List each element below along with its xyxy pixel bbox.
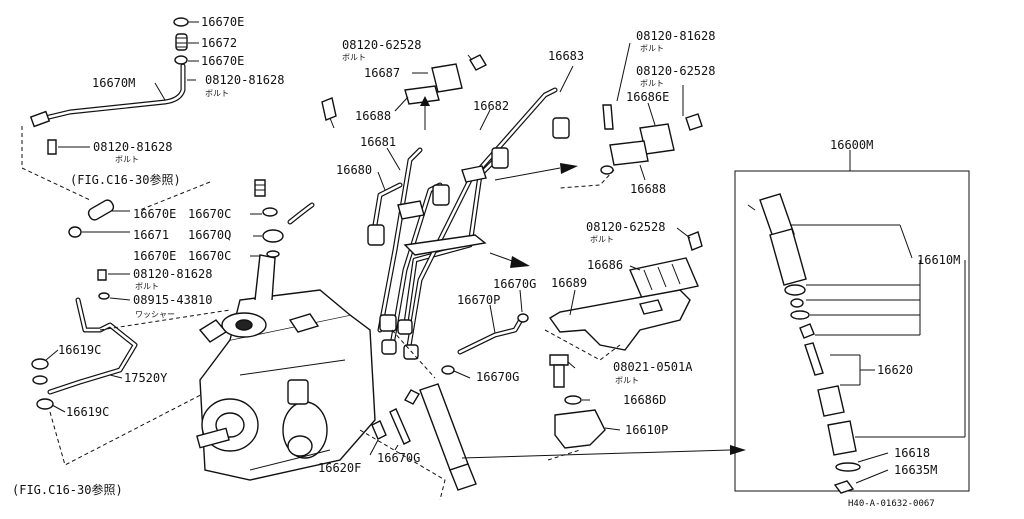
label-bolt: ボルト [640,79,664,88]
label-16635M: 16635M [894,463,937,477]
holder-assembly [547,354,621,461]
injection-pump [196,254,376,481]
label-16670C: 16670C [188,207,231,221]
label-16670G: 16670G [493,277,536,291]
guide-line-pipe [99,309,231,331]
fig-reference-bottom: (FIG.C16-30参照) [12,482,123,497]
label-16600M: 16600M [830,138,873,152]
label-bolt: ボルト [590,235,614,244]
label-16670E: 16670E [201,54,244,68]
label-16670E: 16670E [133,249,176,263]
label-16687: 16687 [364,66,400,80]
nozzle-holder-box [734,150,970,494]
guide-line-left-mid [139,181,211,211]
label-16670C: 16670C [188,249,231,263]
label-08120-62528: 08120-62528 [586,220,665,234]
label-16686: 16686 [587,258,623,272]
label-16670Q: 16670Q [188,228,231,242]
label-washer: ワッシャー [135,310,175,319]
label-bolt: ボルト [115,155,139,164]
label-bolt: ボルト [640,44,664,53]
clamp-right [494,42,703,189]
label-16670G: 16670G [377,451,420,465]
guide-line-left-top [21,126,91,201]
label-08021-0501A: 08021-0501A [613,360,693,374]
label-08120-81628: 08120-81628 [205,73,284,87]
label-16610M: 16610M [917,253,960,267]
label-16620F: 16620F [318,461,361,475]
drawing-code: H40-A-01632-0067 [848,499,935,509]
nozzle-assembly-left [359,329,746,501]
label-16681: 16681 [360,135,396,149]
label-17520Y: 17520Y [124,371,168,385]
overflow-fittings [68,179,315,301]
label-16619C: 16619C [58,343,101,357]
label-bolt: ボルト [615,376,639,385]
label-16620: 16620 [877,363,913,377]
bracket-clamp [489,227,703,361]
label-08120-62528: 08120-62528 [342,38,421,52]
label-16670P: 16670P [457,293,500,307]
label-08120-81628: 08120-81628 [93,140,172,154]
label-16689: 16689 [551,276,587,290]
label-08120-62528: 08120-62528 [636,64,715,78]
leak-off-pipe [31,297,138,413]
callout-labels: 16670E 16672 16670E 16670M 08120-81628 ボ… [12,15,960,509]
label-16672: 16672 [201,36,237,50]
clamp-top [321,54,487,130]
guide-line-left-bottom [49,384,221,466]
label-16670E: 16670E [201,15,244,29]
label-bolt: ボルト [135,282,159,291]
label-08120-81628: 08120-81628 [133,267,212,281]
label-16686E: 16686E [626,90,669,104]
label-16670G: 16670G [476,370,519,384]
injection-pipes [367,65,574,360]
label-16688: 16688 [355,109,391,123]
label-16682: 16682 [473,99,509,113]
label-bolt: ボルト [205,89,229,98]
label-08915-43810: 08915-43810 [133,293,212,307]
label-16688: 16688 [630,182,666,196]
label-08120-81628: 08120-81628 [636,29,715,43]
label-16670E: 16670E [133,207,176,221]
fig-reference-top: (FIG.C16-30参照) [70,172,181,187]
label-16619C: 16619C [66,405,109,419]
label-16610P: 16610P [625,423,668,437]
label-16618: 16618 [894,446,930,460]
label-16671: 16671 [133,228,169,242]
label-bolt: ボルト [342,53,366,62]
return-hose-assembly [29,17,199,155]
label-16686D: 16686D [623,393,666,407]
label-16680: 16680 [336,163,372,177]
label-16670M: 16670M [92,76,135,90]
label-16683: 16683 [548,49,584,63]
overflow-hose [441,289,529,379]
